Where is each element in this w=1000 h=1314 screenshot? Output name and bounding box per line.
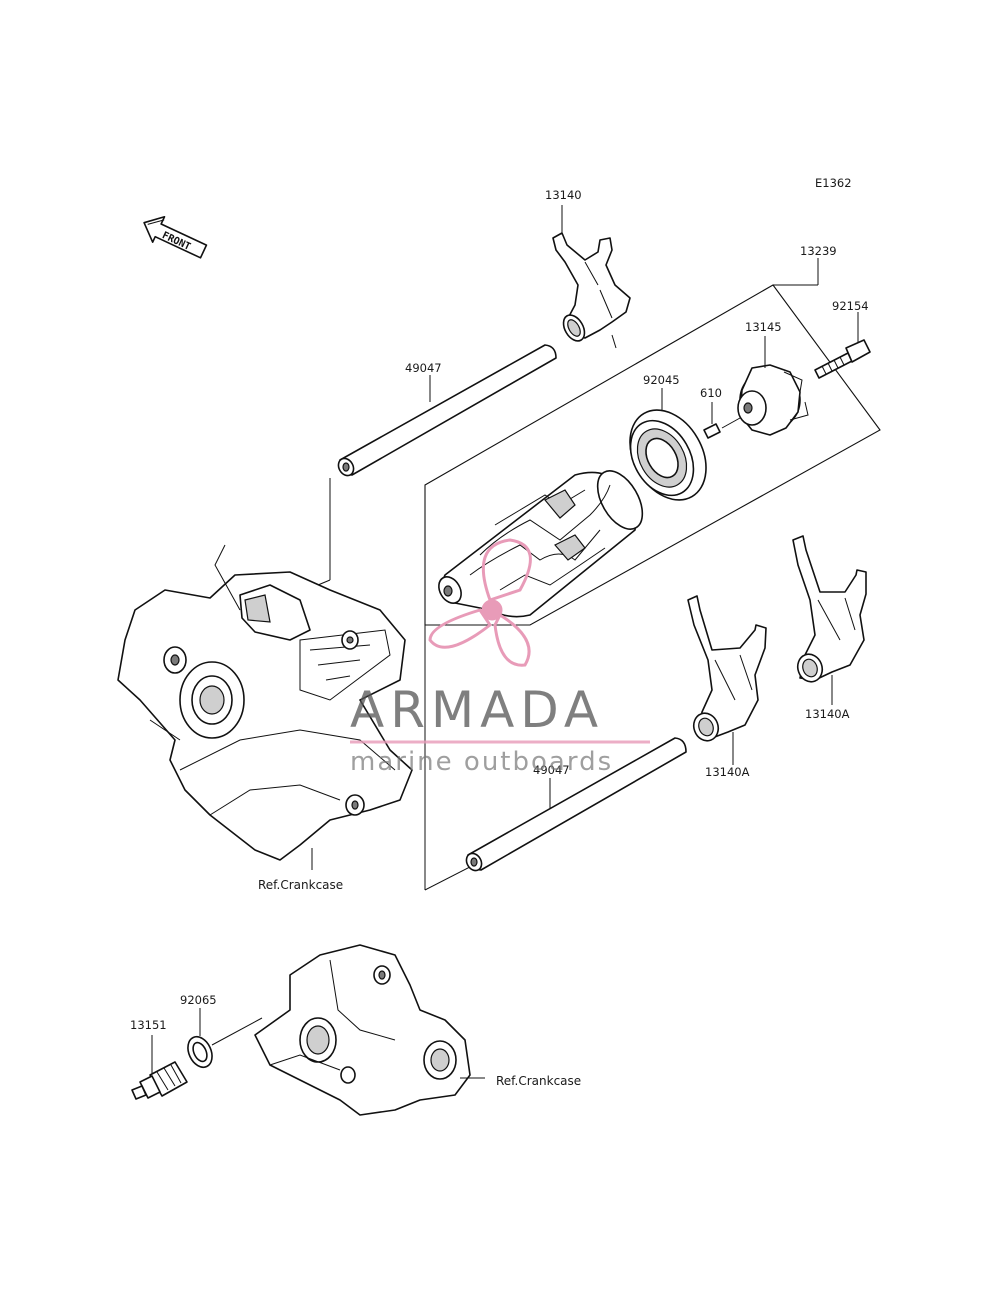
shaft-49047-bottom [465,737,687,872]
label-92045: 92045 [643,373,680,387]
screw-92154 [814,339,871,379]
ref-crankcase-upper: Ref.Crankcase [258,878,343,892]
diagram-code: E1362 [815,176,852,190]
label-13140: 13140 [545,188,582,202]
front-arrow-icon: FRONT [143,215,208,259]
shift-fork-13140A-right [792,535,867,683]
label-13145: 13145 [745,320,782,334]
switch-13151 [131,1061,188,1100]
label-13140A-left: 13140A [705,765,750,779]
propeller-logo-icon [428,538,532,667]
label-13140A-right: 13140A [805,707,850,721]
watermark-brand: ARMADA [350,681,604,739]
cam-13145 [737,364,809,436]
label-49047-top: 49047 [405,361,442,375]
watermark-tagline: marine outboards [350,747,613,777]
label-92065: 92065 [180,993,217,1007]
bearing-92045 [629,409,707,501]
shift-drum [438,470,644,618]
shift-fork-13140 [552,232,631,349]
label-13151: 13151 [130,1018,167,1032]
crankcase-lower [254,944,485,1116]
label-13239: 13239 [800,244,837,258]
ref-crankcase-lower: Ref.Crankcase [496,1074,581,1088]
shift-fork-13140A-left [687,595,767,742]
shaft-49047-top [337,344,557,477]
armada-watermark: ARMADA marine outboards [350,538,650,777]
pin-610 [703,417,741,439]
label-92154: 92154 [832,299,869,313]
label-610: 610 [700,386,722,400]
washer-92065 [187,1017,263,1069]
drum-assembly-box [424,284,881,626]
label-49047-bottom: 49047 [533,763,570,777]
crankcase-upper [117,544,413,861]
